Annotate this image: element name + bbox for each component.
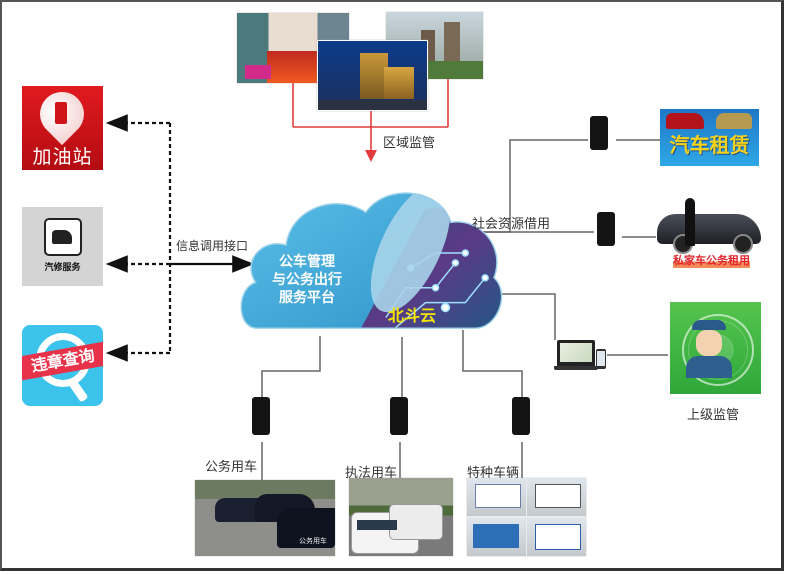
beidou-cloud-label: 北斗云 — [388, 306, 437, 325]
hotel-photo — [317, 40, 428, 111]
special-vehicles-label: 特种车辆 — [467, 466, 520, 481]
platform-line-1: 公车管理 — [279, 254, 335, 270]
official-car-plate: 公务用车 — [299, 537, 327, 545]
magnifier-handle — [68, 379, 89, 403]
driver-icon — [685, 198, 695, 246]
auto-repair-label: 汽修服务 — [44, 263, 81, 273]
mechanic-icon — [44, 218, 82, 256]
gps-tracker-icon — [390, 397, 410, 435]
social-resources-label: 社会资源借用 — [472, 217, 551, 232]
gps-tracker-icon — [590, 116, 610, 150]
law-enforcement-photo — [349, 478, 453, 556]
special-vehicles-photo — [467, 478, 586, 556]
gps-tracker-icon — [252, 397, 272, 435]
auto-repair-tile[interactable]: 汽修服务 — [22, 207, 103, 286]
gas-station-tile[interactable]: 加油站 — [22, 86, 103, 170]
official-cars-label: 公务用车 — [205, 460, 258, 475]
car-rental-tile[interactable]: 汽车租赁 — [660, 109, 759, 166]
laptop-monitor-icon — [554, 340, 598, 370]
officer-icon — [692, 320, 726, 330]
cloud-platform — [240, 192, 503, 329]
gas-station-label: 加油站 — [32, 146, 93, 168]
info-interface-label: 信息调用接口 — [176, 239, 249, 253]
car-rental-label: 汽车租赁 — [669, 133, 750, 157]
fuel-pump-glyph — [55, 102, 67, 124]
supervision-tile[interactable] — [670, 302, 761, 394]
region-arrowhead — [365, 150, 377, 162]
platform-line-2: 与公务出行 — [272, 272, 342, 288]
regional-supervision-label: 区域监管 — [383, 136, 436, 151]
dashed-links — [105, 114, 172, 362]
law-enforcement-label: 执法用车 — [345, 466, 398, 481]
gps-tracker-icon — [597, 212, 617, 246]
gps-tracker-icon — [512, 397, 532, 435]
smartphone-icon — [596, 349, 606, 369]
region-lines — [292, 76, 449, 152]
private-car-tile[interactable]: 私家车公务租用 — [655, 198, 765, 268]
supervision-label: 上级监管 — [687, 408, 740, 423]
platform-line-3: 服务平台 — [279, 290, 335, 306]
private-car-label: 私家车公务租用 — [673, 252, 750, 268]
official-cars-photo: 公务用车 — [195, 480, 335, 556]
violation-query-tile[interactable]: 违章查询 — [22, 325, 103, 406]
platform-title: 公车管理 与公务出行 服务平台 — [257, 253, 357, 307]
